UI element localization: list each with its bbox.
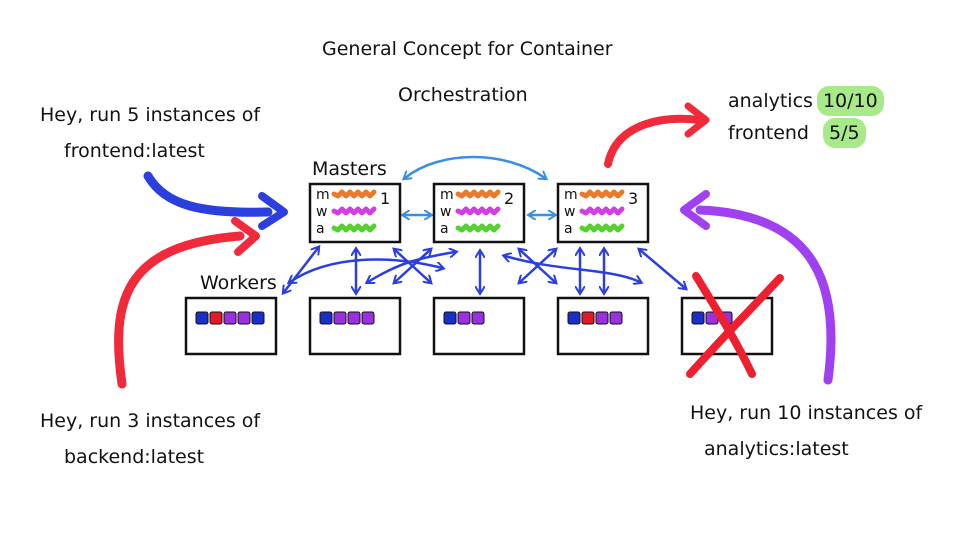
container-purple [595,311,609,325]
container-blue [319,311,333,325]
master-m-line [455,189,501,199]
master-node-3: mwa 3 [556,182,650,244]
title-line-2: Orchestration [398,84,528,106]
master-row-letter: w [316,204,327,220]
master-number: 2 [504,189,514,208]
container-purple [609,311,623,325]
container-purple [361,311,375,325]
worker-node-2 [308,296,402,356]
master-a-line [331,223,377,233]
container-purple [471,311,485,325]
master-number: 1 [380,189,390,208]
master-w-line [579,206,625,216]
status-frontend-count: 5/5 [823,118,866,148]
master-m-line [579,189,625,199]
worker-box [556,296,650,356]
container-red [581,311,595,325]
analytics-request-line-2: analytics:latest [704,438,849,460]
master-number: 3 [628,189,638,208]
masters-label: Masters [312,158,387,180]
master-row-letter: m [316,187,330,203]
master-row-letter: w [440,204,451,220]
container-purple [457,311,471,325]
container-blue [251,311,265,325]
status-report-arrow [604,102,710,168]
master-node-1: mwa 1 [308,182,402,244]
backend-request-line-2: backend:latest [64,446,205,468]
container-blue [691,311,705,325]
worker-node-5 [680,272,784,378]
master-w-line [455,206,501,216]
master-worker-links [284,248,685,292]
master-row-letter: w [564,204,575,220]
master-row-letter: m [564,187,578,203]
worker-box [308,296,402,356]
master-node-2: mwa 2 [432,182,526,244]
master-row-letter: m [440,187,454,203]
frontend-request-line-2: frontend:latest [64,140,205,162]
master-a-line [579,223,625,233]
status-frontend-name: frontend [728,122,809,144]
backend-request-line-1: Hey, run 3 instances of [40,410,261,432]
master-box [432,182,526,244]
master-a-line [455,223,501,233]
container-purple [333,311,347,325]
worker-box [432,296,526,356]
container-purple [223,311,237,325]
worker-node-3 [432,296,526,356]
title-line-1: General Concept for Container [322,38,613,60]
status-analytics-count: 10/10 [816,86,884,116]
master-m-line [331,189,377,199]
worker-box [184,296,278,356]
container-red [209,311,223,325]
master1-master3-arrow [405,155,545,178]
frontend-request-arrow [143,171,288,230]
master-w-line [331,206,377,216]
analytics-request-line-1: Hey, run 10 instances of [690,402,923,424]
container-blue [195,311,209,325]
analytics-request-arrow [680,190,836,385]
container-blue [567,311,581,325]
container-blue [443,311,457,325]
container-purple [237,311,251,325]
backend-request-arrow [114,217,260,389]
master-row-letter: a [440,221,449,237]
worker-node-1 [184,296,278,356]
worker-node-4 [556,296,650,356]
workers-label: Workers [200,272,277,294]
container-purple [347,311,361,325]
master-row-letter: a [564,221,573,237]
status-frontend: frontend 5/5 [728,118,866,148]
failed-cross-icon [686,272,784,378]
master-row-letter: a [316,221,325,237]
frontend-request-line-1: Hey, run 5 instances of [40,104,261,126]
status-analytics-name: analytics [728,90,813,112]
